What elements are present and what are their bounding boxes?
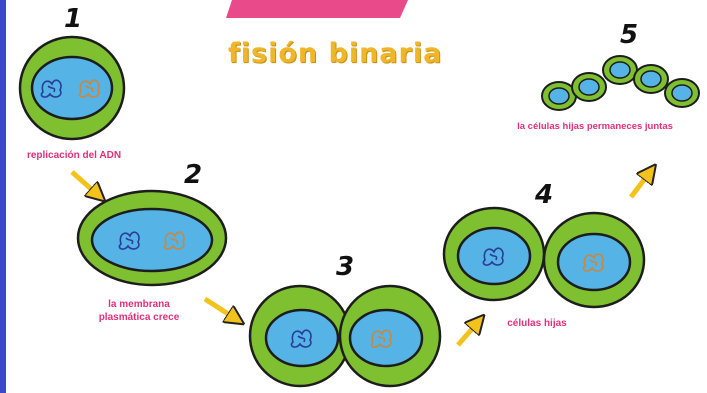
cell-step-1 (18, 35, 126, 141)
diagram-title: fisión binaria (228, 38, 443, 69)
step-number-1: 1 (64, 4, 83, 34)
label-step-1: replicación del ADN (26, 150, 122, 161)
label-step-4: células hijas (507, 318, 567, 329)
arrow-icon (203, 296, 236, 319)
top-banner (226, 0, 408, 18)
label-step-2-line-2: plasmática crece (98, 312, 180, 323)
cell-step-4 (442, 206, 646, 309)
arrow-icon (70, 170, 98, 195)
left-border-bar (0, 0, 6, 393)
step-number-3: 3 (336, 252, 355, 282)
label-step-5: la células hijas permaneces juntas (517, 121, 673, 132)
label-step-2: la membrana plasmática crece (84, 298, 194, 324)
step-number-4: 4 (535, 180, 554, 210)
cell-chain-step-5 (541, 55, 700, 111)
arrow-icon (629, 172, 650, 199)
step-number-2: 2 (184, 160, 203, 190)
arrow-icon (456, 322, 478, 347)
step-number-5: 5 (620, 20, 639, 50)
label-step-2-line-1: la membrana (108, 299, 170, 310)
cell-step-2 (76, 189, 228, 287)
cell-step-3 (248, 284, 442, 388)
